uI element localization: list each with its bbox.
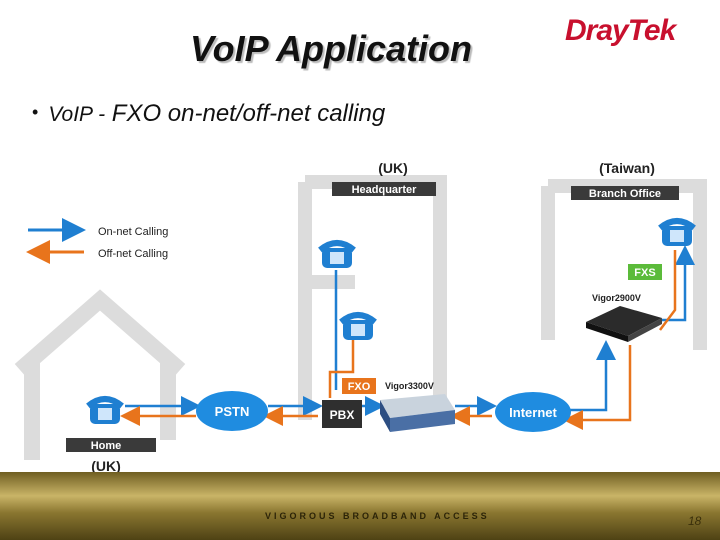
line-phone2-pbx	[328, 340, 355, 398]
phone-icon	[318, 240, 356, 268]
home-building	[14, 289, 186, 460]
line-vigor2900-internet	[563, 345, 632, 430]
bullet-line: • VoIP - FXO on-net/off-net calling	[32, 100, 385, 128]
bullet-icon: •	[32, 102, 39, 122]
legend-on-net-label: On-net Calling	[98, 226, 168, 238]
footer-band	[0, 472, 720, 540]
slide-title: VoIP Application	[190, 28, 473, 69]
hq-label: Headquarter	[352, 184, 418, 196]
vigor3300-label: Vigor3300V	[385, 381, 434, 391]
pstn-cloud	[196, 391, 268, 431]
pbx-box	[322, 400, 362, 428]
draytek-logo: DrayTek	[565, 14, 676, 47]
internet-cloud	[495, 392, 571, 432]
phone-icon	[658, 218, 696, 246]
fxo-label: FXO	[348, 381, 371, 393]
footer-tagline: VIGOROUS BROADBAND ACCESS	[265, 511, 490, 521]
line-internet-vigor2900	[568, 340, 616, 412]
phone-icon	[339, 312, 377, 340]
line-vigor2900-branchphone	[660, 245, 695, 322]
vigor3300-router-icon	[380, 394, 455, 432]
hq-country-label: (UK)	[378, 160, 408, 176]
bullet-prefix: VoIP -	[48, 103, 106, 126]
bullet-text: FXO on-net/off-net calling	[105, 100, 386, 127]
vigor2900-router-icon	[586, 306, 662, 342]
phone-icon	[86, 396, 124, 424]
fxo-badge	[342, 378, 376, 394]
connection-lines	[120, 245, 695, 430]
home-label-box	[66, 438, 156, 452]
fxs-badge	[628, 264, 662, 280]
branch-country-label: (Taiwan)	[599, 160, 655, 176]
line-branchphone-vigor2900	[659, 250, 677, 331]
page-number: 18	[688, 514, 702, 528]
internet-label: Internet	[509, 405, 557, 420]
branch-label-box	[571, 186, 679, 200]
vigor2900-label: Vigor2900V	[592, 293, 641, 303]
hq-label-box	[332, 182, 436, 196]
pstn-label: PSTN	[215, 404, 250, 419]
legend-off-net-label: Off-net Calling	[98, 248, 168, 260]
home-country-label: (UK)	[91, 458, 121, 474]
branch-label: Branch Office	[589, 188, 661, 200]
pbx-label: PBX	[330, 408, 355, 422]
fxs-label: FXS	[634, 267, 655, 279]
home-label: Home	[91, 440, 122, 452]
